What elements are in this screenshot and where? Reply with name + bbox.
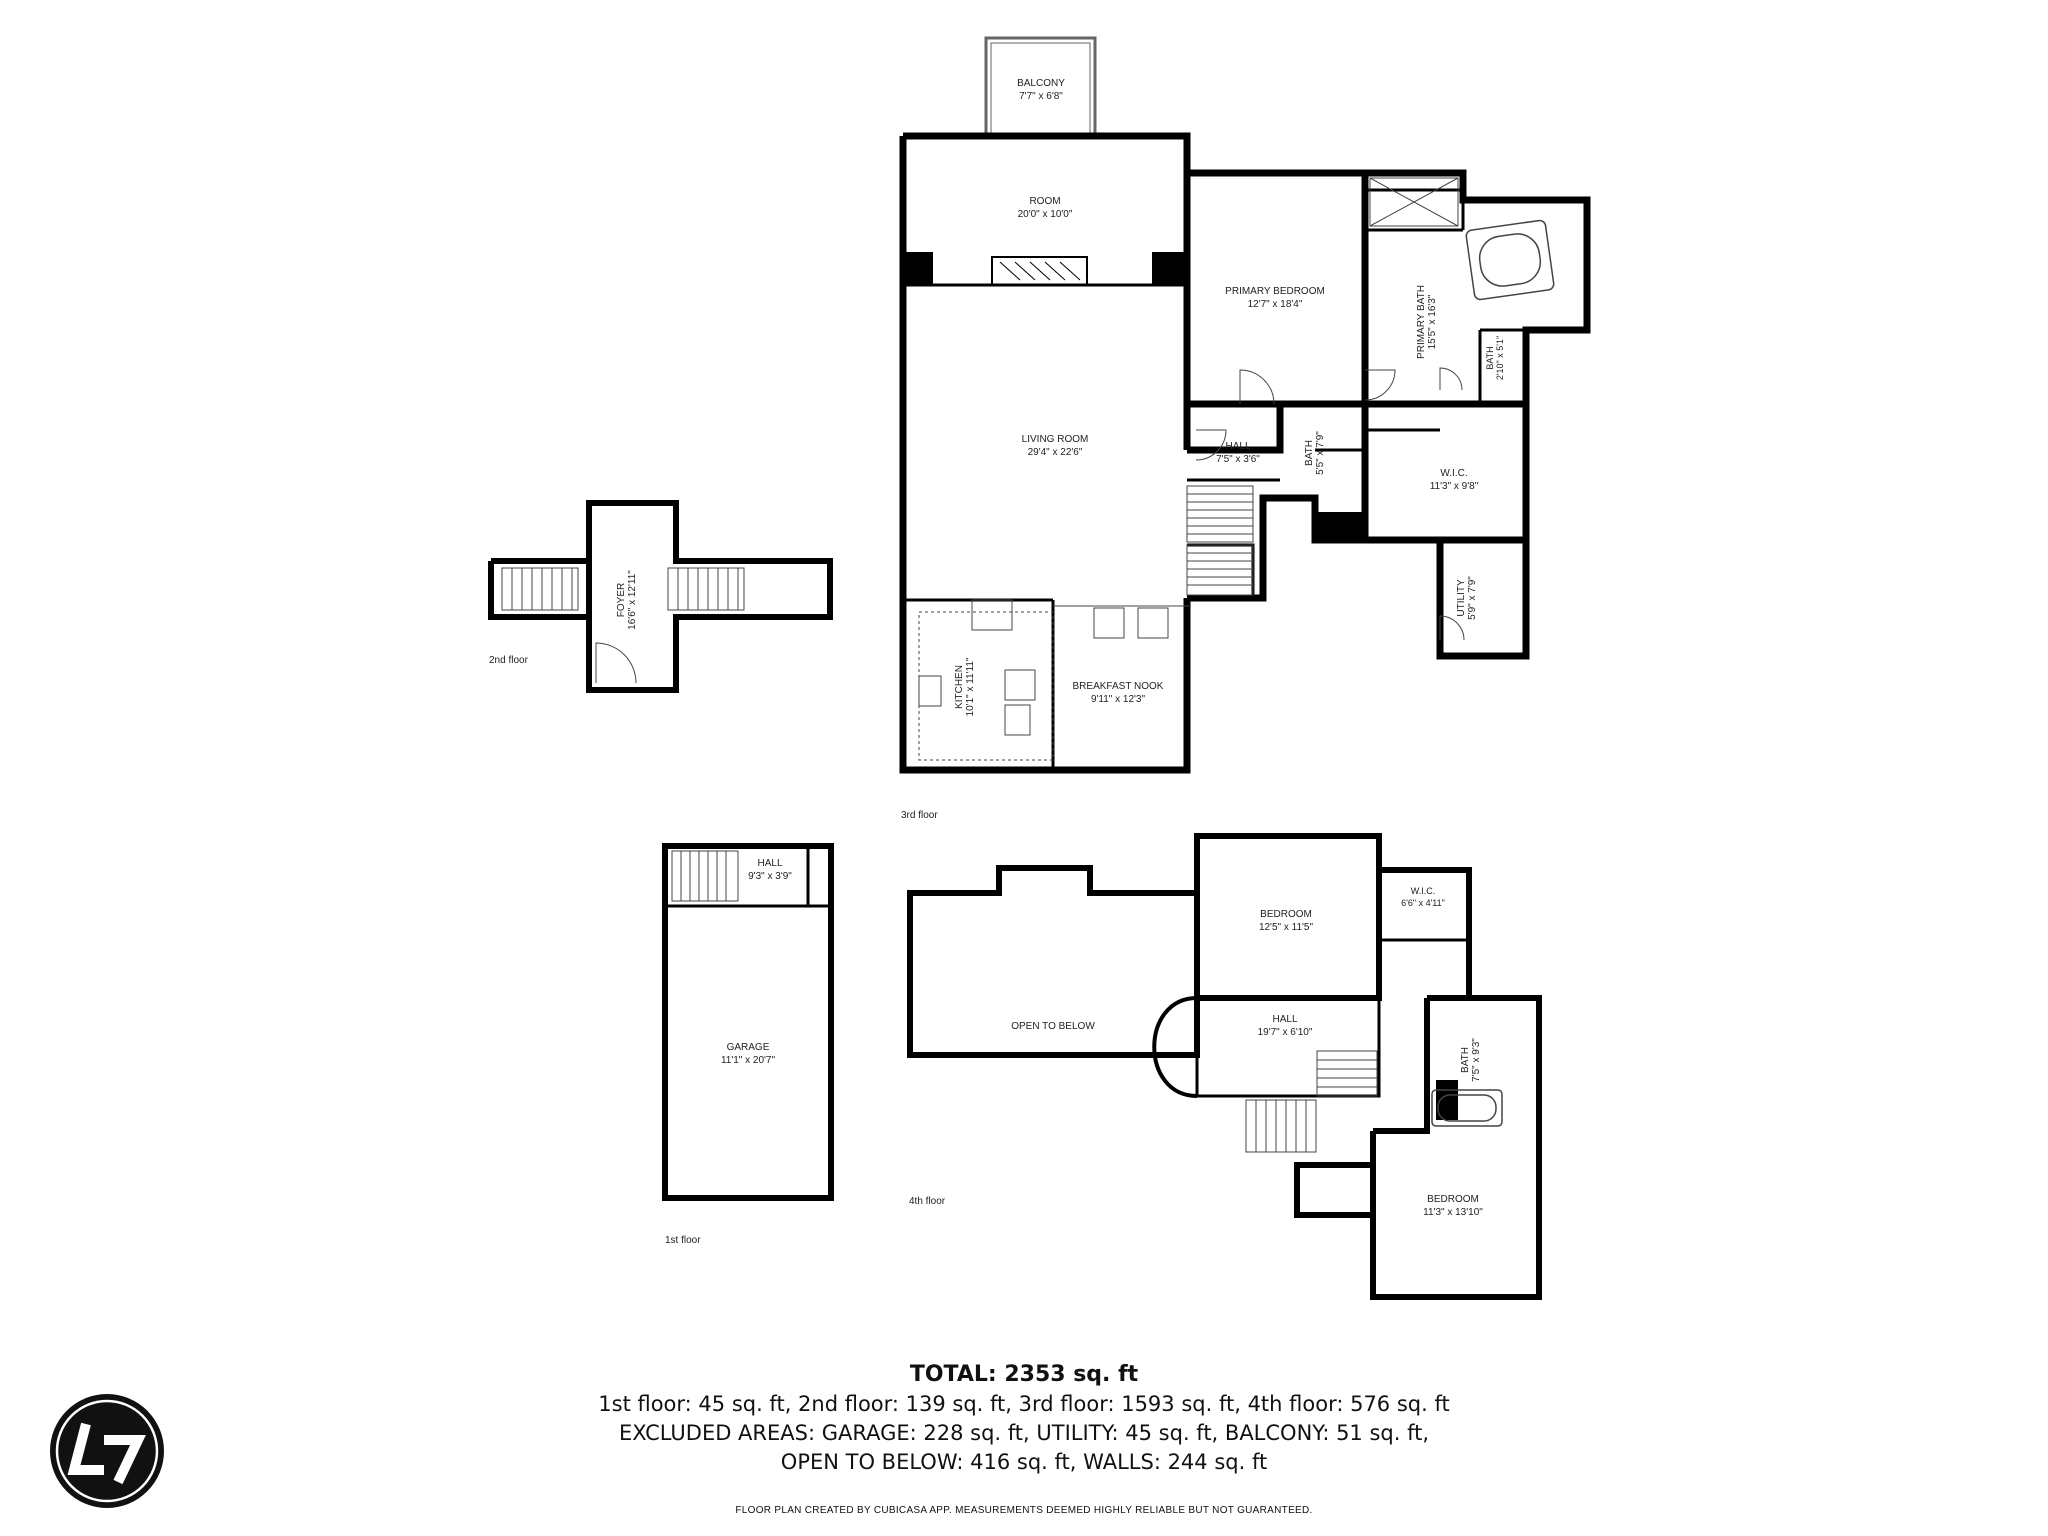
small-bath-name: BATH xyxy=(1485,346,1495,369)
floor-3rd-walls xyxy=(899,132,1591,774)
foyer-name: FOYER xyxy=(616,583,627,617)
primary-bedroom-name: PRIMARY BEDROOM xyxy=(1225,286,1325,297)
hall-4th-name: HALL xyxy=(1272,1014,1297,1025)
kitchen-name: KITCHEN xyxy=(954,665,965,709)
small-bath-dim: 2'10" x 5'1" xyxy=(1495,336,1505,380)
floor-areas: 1st floor: 45 sq. ft, 2nd floor: 139 sq.… xyxy=(598,1392,1450,1416)
garage-dim: 11'1" x 20'7" xyxy=(721,1055,776,1066)
excluded-areas-continued: OPEN TO BELOW: 416 sq. ft, WALLS: 244 sq… xyxy=(780,1450,1268,1474)
doors-3rd xyxy=(1195,367,1465,641)
hall-1st-name: HALL xyxy=(757,858,782,869)
bath-4th-dim: 7'5" x 9'3" xyxy=(1471,1038,1482,1082)
area-summary: TOTAL: 2353 sq. ft 1st floor: 45 sq. ft,… xyxy=(0,1360,2048,1477)
balcony-name: BALCONY xyxy=(1017,78,1065,89)
wic-3rd-name: W.I.C. xyxy=(1440,468,1467,479)
bedroom-4a-name: BEDROOM xyxy=(1260,909,1312,920)
breakfast-nook-dim: 9'11" x 12'3" xyxy=(1091,694,1146,705)
utility-dim: 5'9" x 7'9" xyxy=(1467,576,1478,620)
room-dim: 20'0" x 10'0" xyxy=(1018,209,1073,220)
hall-3rd-name: HALL xyxy=(1225,441,1250,452)
cubicasa-logo-icon xyxy=(50,1394,164,1508)
stairs-3rd xyxy=(1186,485,1254,596)
primary-bath-name: PRIMARY BATH xyxy=(1416,285,1427,359)
bathtub-primary xyxy=(1465,219,1555,301)
garage-name: GARAGE xyxy=(727,1042,770,1053)
bedroom-4a-dim: 12'5" x 11'5" xyxy=(1259,922,1314,933)
balcony-walls xyxy=(984,36,1097,136)
floor-1st-walls xyxy=(662,843,834,1201)
foyer-walls xyxy=(488,500,833,693)
floor-plan-drawing: BALCONY 7'7" x 6'8" ROOM 20'0" x 10'0" P… xyxy=(488,36,1591,1300)
bath-4th-name: BATH xyxy=(1460,1047,1471,1073)
wic-4th-name: W.I.C. xyxy=(1411,886,1436,896)
kitchen-fixtures xyxy=(918,599,1191,761)
floor-4th-walls xyxy=(907,833,1542,1300)
excluded-areas: EXCLUDED AREAS: GARAGE: 228 sq. ft, UTIL… xyxy=(618,1421,1430,1445)
utility-name: UTILITY xyxy=(1456,579,1467,617)
foyer-stairs-left xyxy=(501,567,579,611)
total-area: TOTAL: 2353 sq. ft xyxy=(909,1362,1139,1387)
foyer-stairs-right xyxy=(667,567,745,611)
wic-3rd-dim: 11'3" x 9'8" xyxy=(1430,481,1479,492)
open-to-below-name: OPEN TO BELOW xyxy=(1011,1021,1095,1032)
kitchen-dim: 10'1" x 11'11" xyxy=(965,657,976,716)
room-name: ROOM xyxy=(1029,196,1060,207)
floor-label-1st: 1st floor xyxy=(665,1235,701,1246)
bedroom-4b-dim: 11'3" x 13'10" xyxy=(1423,1207,1483,1218)
shower-primary xyxy=(1369,177,1459,227)
fireplace xyxy=(991,256,1088,286)
bathtub-4th xyxy=(1431,1089,1503,1127)
primary-bedroom-dim: 12'7" x 18'4" xyxy=(1248,299,1303,310)
bath-3rd-name: BATH xyxy=(1304,440,1315,466)
stairs-4th xyxy=(1245,1050,1378,1153)
hall-4th-curve xyxy=(1152,996,1381,1098)
room-columns xyxy=(903,252,1458,1120)
floor-label-3rd: 3rd floor xyxy=(901,810,938,821)
room-divider-walls xyxy=(903,188,1526,770)
foyer-door xyxy=(595,642,637,684)
living-room-dim: 29'4" x 22'6" xyxy=(1028,447,1083,458)
hall-3rd-dim: 7'5" x 3'6" xyxy=(1216,454,1260,465)
primary-bath-dim: 15'5" x 16'3" xyxy=(1427,294,1438,349)
hall-1st-dim: 9'3" x 3'9" xyxy=(748,871,792,882)
garage-stairs xyxy=(671,850,739,902)
hall-4th-dim: 19'7" x 6'10" xyxy=(1258,1027,1313,1038)
room-labels: BALCONY 7'7" x 6'8" ROOM 20'0" x 10'0" P… xyxy=(616,78,1505,1218)
living-room-name: LIVING ROOM xyxy=(1022,434,1089,445)
breakfast-nook-name: BREAKFAST NOOK xyxy=(1073,681,1164,692)
floor-labels: 2nd floor 3rd floor 1st floor 4th floor xyxy=(489,655,946,1246)
foyer-dim: 16'6" x 12'11" xyxy=(627,570,638,630)
wic-4th-dim: 6'6" x 4'11" xyxy=(1401,898,1445,908)
balcony-dim: 7'7" x 6'8" xyxy=(1019,91,1063,102)
bath-3rd-dim: 5'5" x 7'9" xyxy=(1315,431,1326,475)
bedroom-4b-name: BEDROOM xyxy=(1427,1194,1479,1205)
disclaimer: FLOOR PLAN CREATED BY CUBICASA APP. MEAS… xyxy=(735,1505,1313,1516)
floor-label-4th: 4th floor xyxy=(909,1196,946,1207)
floor-label-2nd: 2nd floor xyxy=(489,655,529,666)
